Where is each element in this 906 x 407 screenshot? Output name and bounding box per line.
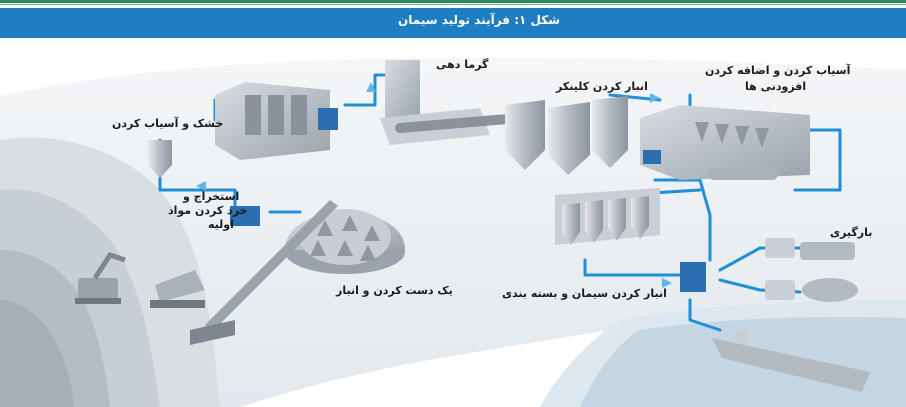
figure-header-bar	[0, 8, 906, 38]
dump-truck	[150, 270, 205, 308]
cement-trucks	[765, 238, 858, 302]
label-extraction-3: اولیه	[208, 218, 234, 231]
preheater-kiln	[380, 60, 525, 145]
raw-material-silo	[148, 140, 172, 178]
label-homogenizing: یک دست کردن و انبار	[336, 284, 453, 297]
label-loading: بارگیری	[830, 226, 873, 239]
label-extraction-2: خرد کردن مواد	[168, 204, 248, 217]
conveyor-pipes	[158, 73, 842, 332]
label-grinding-additives-1: آسیاب کردن و اضافه کردن	[705, 64, 851, 77]
cement-mill-building	[640, 105, 810, 180]
label-clinker-storage: انبار کردن کلینکر	[556, 80, 648, 93]
clinker-silos	[505, 96, 628, 175]
label-extraction-1: استخراج و	[183, 190, 240, 203]
label-heating: گرما دهی	[436, 58, 489, 71]
top-accent-line	[0, 0, 906, 3]
top-accent-line-thin	[0, 4, 906, 5]
flow-arrows	[196, 82, 672, 288]
cement-silos	[555, 188, 660, 245]
raw-mill-building	[215, 82, 338, 160]
filter-unit	[230, 206, 260, 226]
quarry-excavator	[75, 252, 126, 304]
label-grinding-additives-2: افزودنی ها	[745, 80, 807, 93]
cement-process-illustration	[0, 38, 906, 407]
label-drying-grinding: خشک و آسیاب کردن	[112, 117, 224, 130]
figure-title: شکل ۱: فرآیند تولید سیمان	[398, 13, 560, 27]
cargo-ship	[712, 330, 870, 392]
packing-unit	[680, 262, 706, 292]
inclined-conveyor	[190, 200, 338, 345]
label-packing: انبار کردن سیمان و بسته بندی	[502, 287, 667, 300]
homogenizing-dome	[285, 209, 405, 274]
